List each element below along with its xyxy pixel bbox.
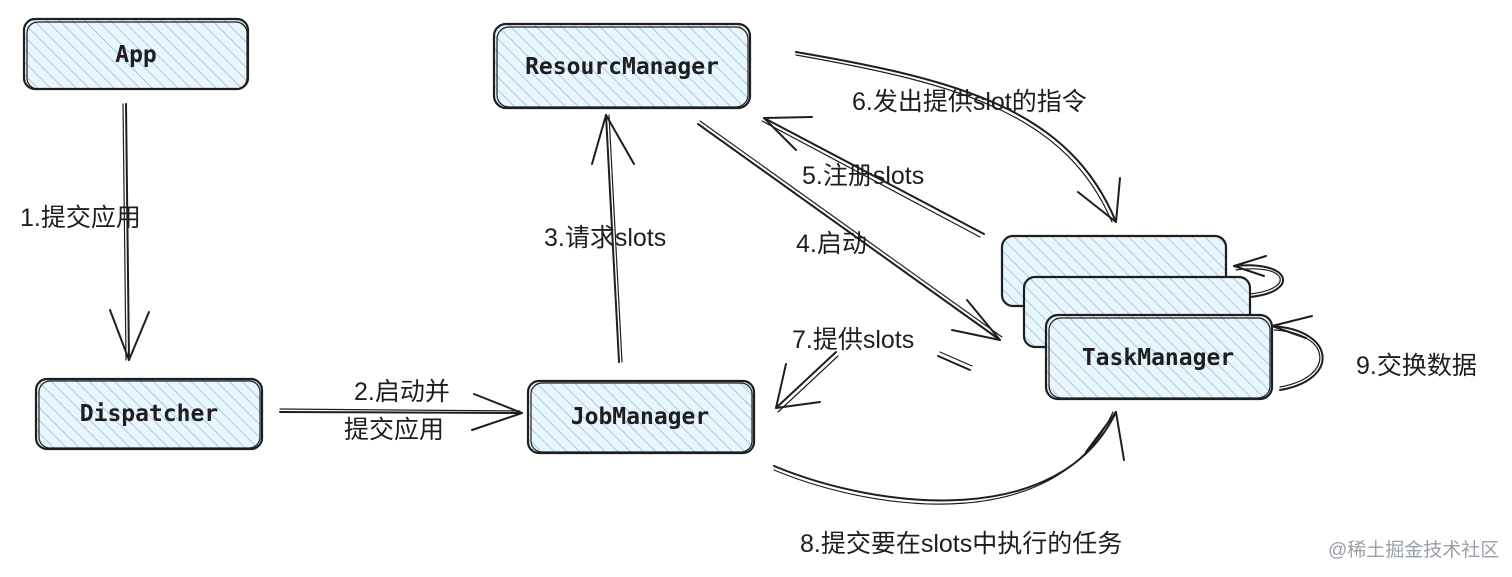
label-start-and-submit-2: 提交应用 [344, 416, 444, 444]
node-resource-manager: ResourcManager [492, 22, 752, 110]
task-manager-card-front [1044, 313, 1274, 401]
label-request-slots: 3.请求slots [544, 224, 666, 252]
edge-resourcemanager-to-taskmanager [697, 120, 1003, 341]
label-submit-tasks: 8.提交要在slots中执行的任务 [800, 530, 1122, 558]
label-provide-slots: 7.提供slots [792, 326, 914, 354]
edge-taskmanager-exchange [1233, 255, 1324, 391]
label-exchange-data: 9.交换数据 [1356, 352, 1477, 380]
node-dispatcher: Dispatcher [34, 377, 264, 451]
node-task-manager-label: TaskManager [1082, 345, 1234, 371]
edge-dispatcher-to-jobmanager [279, 393, 523, 431]
label-start: 4.启动 [796, 230, 867, 258]
label-register-slots: 5.注册slots [802, 162, 924, 190]
node-dispatcher-label: Dispatcher [80, 401, 218, 427]
watermark: @稀土掘金技术社区 [1328, 539, 1499, 561]
edge-resourcemanager-instruction [795, 51, 1121, 223]
node-job-manager-label: JobManager [571, 404, 709, 430]
edge-app-to-dispatcher [109, 103, 150, 361]
edge-jobmanager-to-resourcemanager [591, 114, 635, 363]
node-app: App [22, 17, 250, 91]
node-app-label: App [115, 42, 157, 68]
node-task-manager-stack: TaskManager [1000, 234, 1274, 401]
node-resource-manager-label: ResourcManager [525, 54, 719, 80]
label-start-and-submit-1: 2.启动并 [354, 378, 450, 406]
edge-taskmanager-to-jobmanager [775, 351, 973, 413]
edge-jobmanager-submit-tasks [773, 411, 1125, 505]
label-offer-slot-instruction: 6.发出提供slot的指令 [852, 88, 1087, 116]
node-job-manager: JobManager [526, 379, 756, 455]
label-submit-app: 1.提交应用 [20, 204, 141, 232]
edge-taskmanager-to-resourcemanager [761, 116, 985, 238]
